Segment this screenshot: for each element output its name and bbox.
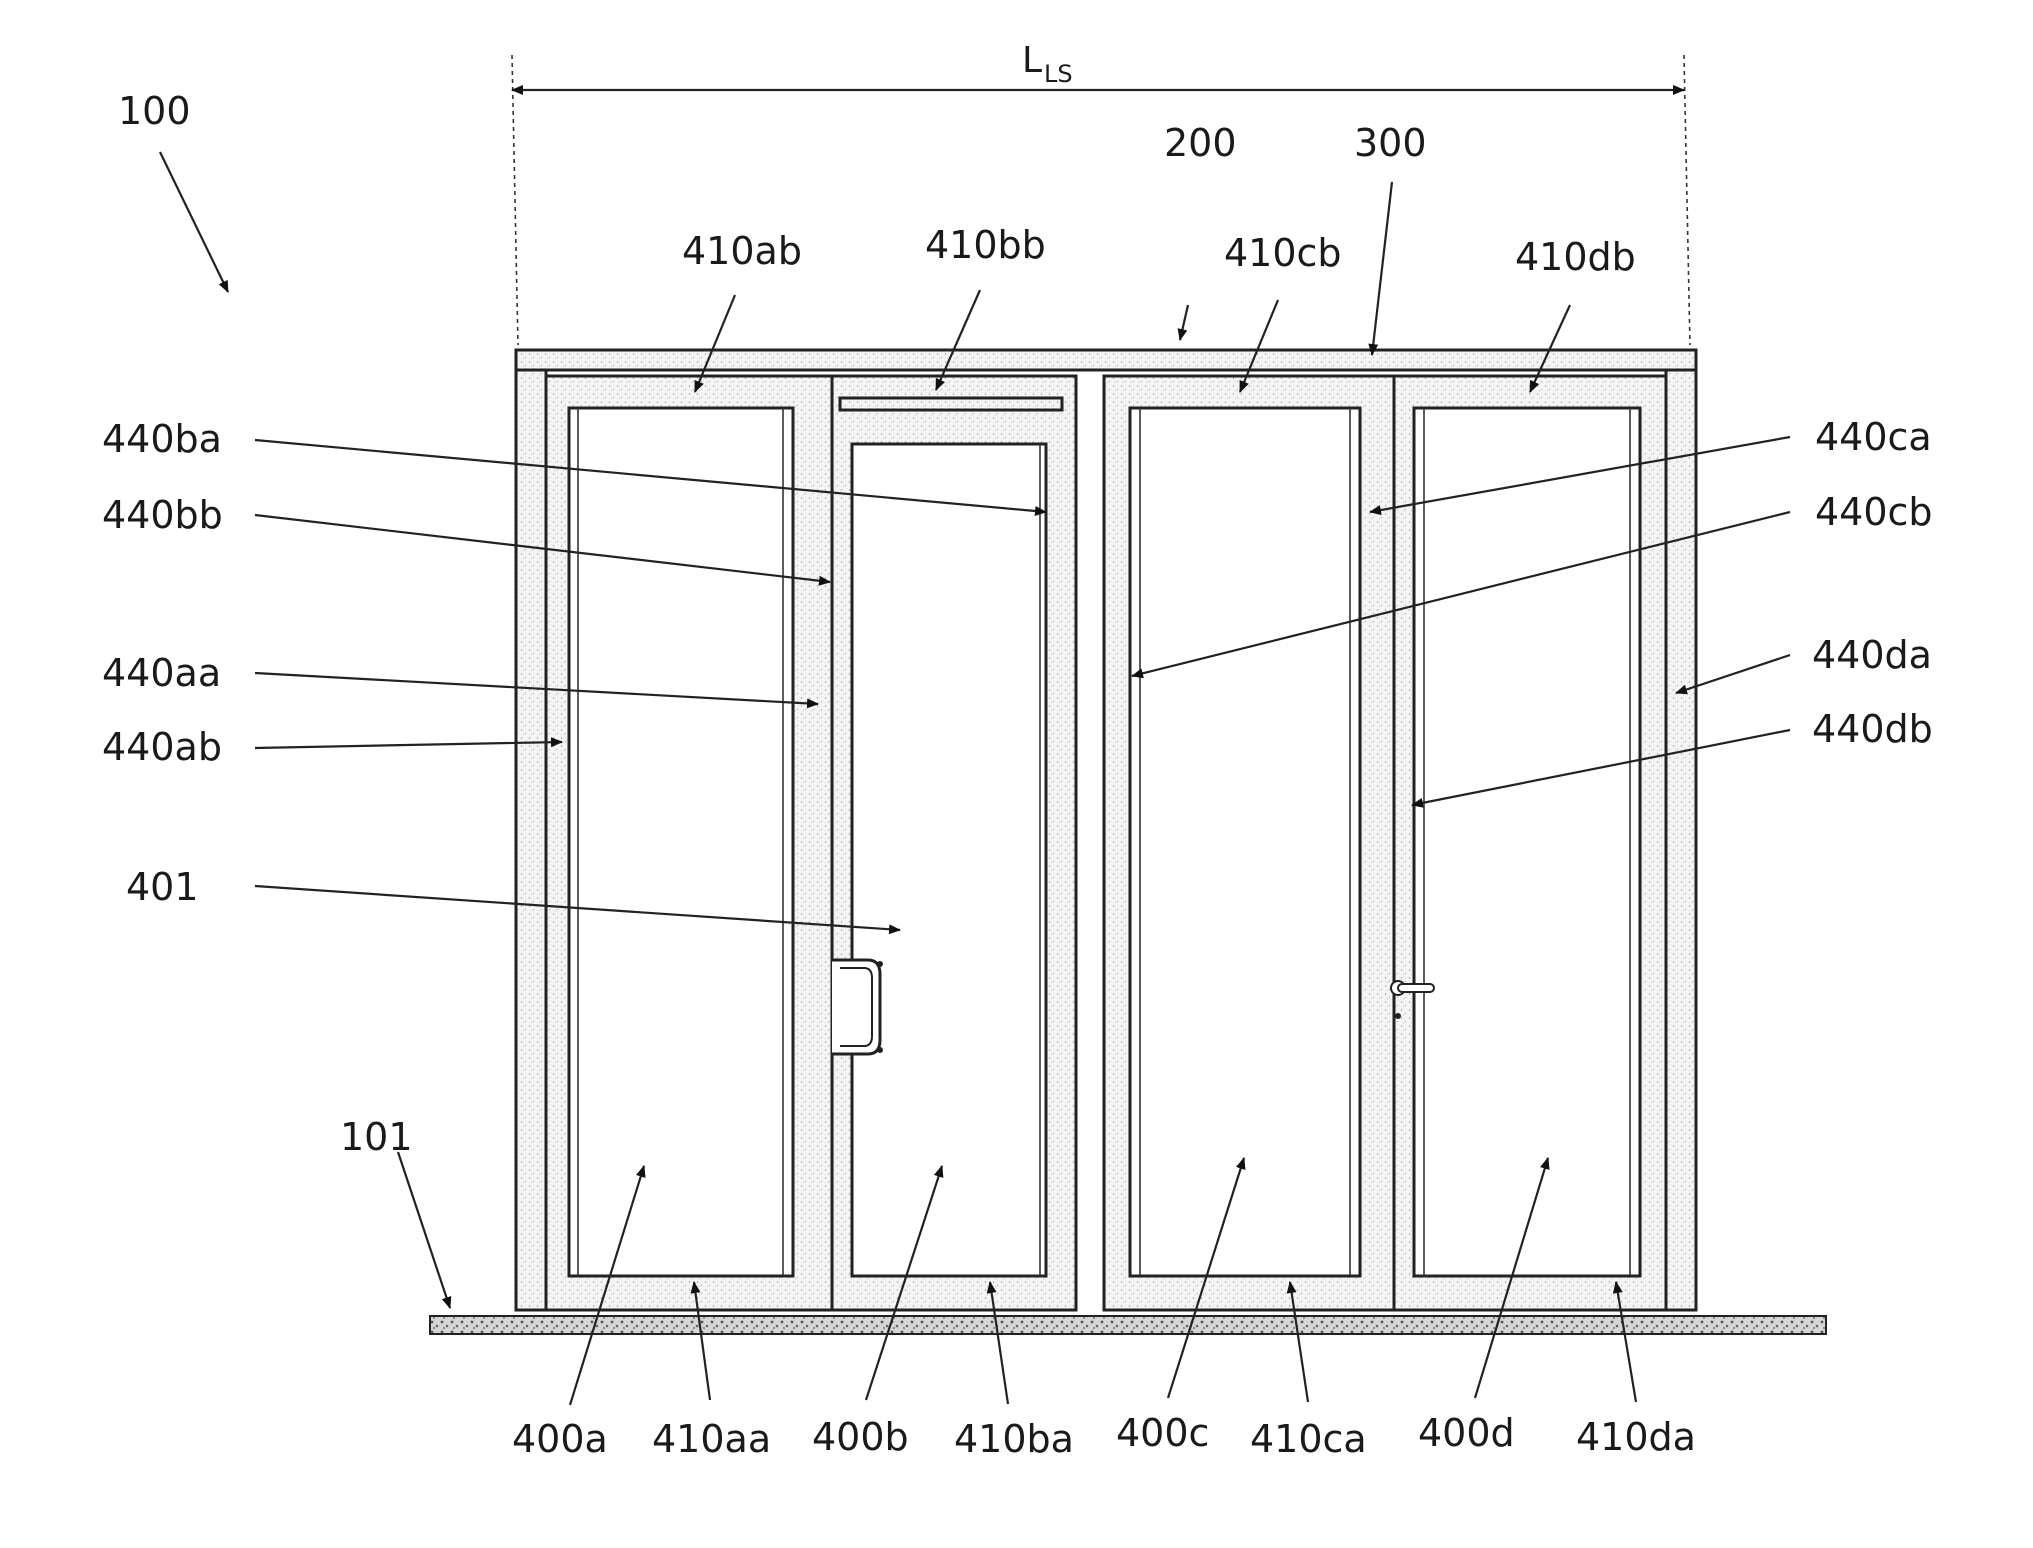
dimension-subscript: LS: [1044, 60, 1073, 88]
label-410ca: 410ca: [1250, 1417, 1367, 1461]
leader-300: [1372, 182, 1392, 355]
label-410aa: 410aa: [652, 1417, 771, 1461]
label-440da: 440da: [1812, 633, 1932, 677]
leader-100: [160, 152, 228, 292]
label-400b: 400b: [812, 1415, 909, 1459]
header-200: [516, 350, 1696, 370]
leader-101: [398, 1152, 450, 1308]
dimension-label: L: [1022, 40, 1042, 81]
label-100: 100: [118, 89, 191, 133]
pull-handle: [832, 960, 883, 1054]
label-400d: 400d: [1418, 1411, 1515, 1455]
label-440aa: 440aa: [102, 651, 221, 695]
label-440cb: 440cb: [1815, 490, 1933, 534]
label-440ab: 440ab: [102, 725, 222, 769]
label-300: 300: [1354, 121, 1427, 165]
label-440db: 440db: [1812, 707, 1933, 751]
label-410ba: 410ba: [954, 1417, 1074, 1461]
label-410ab: 410ab: [682, 229, 802, 273]
label-410db: 410db: [1515, 235, 1636, 279]
door-400d: [1391, 376, 1666, 1310]
label-401: 401: [126, 865, 199, 909]
door-400b: [832, 376, 1076, 1310]
label-400a: 400a: [512, 1417, 608, 1461]
leader-200: [1180, 305, 1188, 340]
label-440ba: 440ba: [102, 417, 222, 461]
label-440bb: 440bb: [102, 493, 223, 537]
door-400a: [546, 376, 832, 1310]
label-101: 101: [340, 1115, 413, 1159]
label-440ca: 440ca: [1815, 415, 1932, 459]
label-410cb: 410cb: [1224, 231, 1342, 275]
ground: [430, 1316, 1826, 1334]
door-400c: [1104, 376, 1394, 1310]
label-410da: 410da: [1576, 1415, 1696, 1459]
dimension-lls: L LS: [512, 40, 1690, 345]
label-200: 200: [1164, 121, 1237, 165]
label-400c: 400c: [1116, 1411, 1209, 1455]
label-410bb: 410bb: [925, 223, 1046, 267]
